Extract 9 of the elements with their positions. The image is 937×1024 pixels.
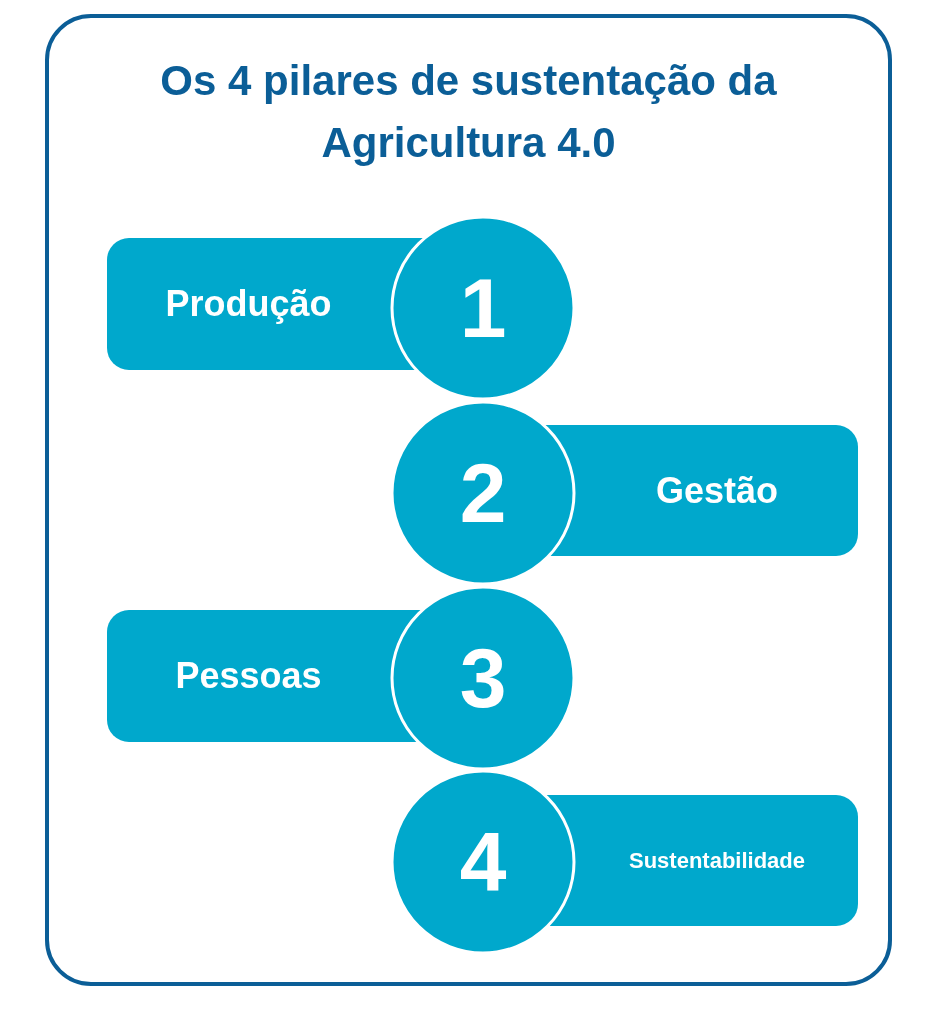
pillar-tab: Sustentabilidade xyxy=(576,795,858,926)
title: Os 4 pilares de sustentação da Agricultura 4.0 xyxy=(159,56,778,168)
pillar-tab: Pessoas xyxy=(107,610,390,742)
number-circle: 2 xyxy=(390,400,576,586)
pillar-tab: Produção xyxy=(107,238,390,370)
number-circle: 3 xyxy=(390,585,576,771)
number-circle: 4 xyxy=(390,769,576,955)
pillar-tab: Gestão xyxy=(576,425,858,556)
number-circle: 1 xyxy=(390,215,576,401)
